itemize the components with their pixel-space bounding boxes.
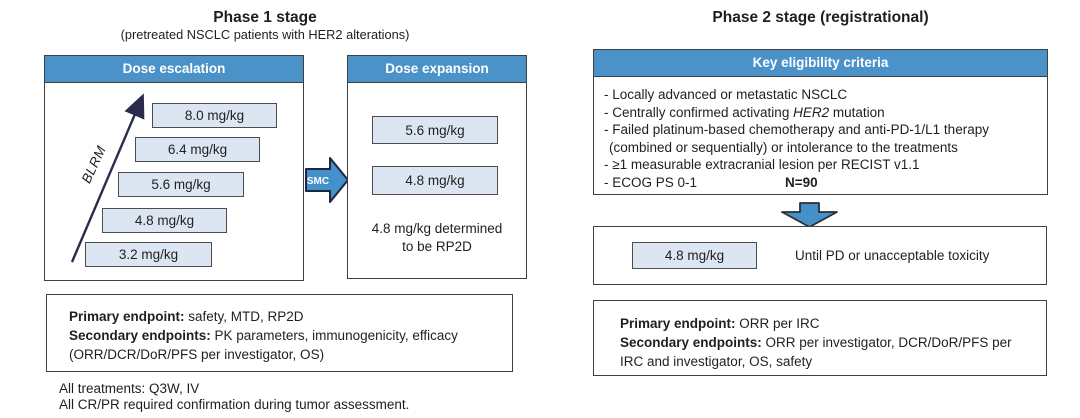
phase1-primary-endpoint-text: safety, MTD, RP2D [184, 309, 304, 324]
eligibility-item-failed-therapy: - Failed platinum-based chemotherapy and… [604, 122, 989, 137]
smc-label: SMC [307, 176, 329, 187]
dose-box-6-4mg: 6.4 mg/kg [135, 137, 260, 162]
phase2-secondary-endpoints-text: ORR per investigator, DCR/DoR/PFS per [761, 335, 1012, 350]
down-arrow-icon [781, 202, 838, 228]
dose-box-8mg: 8.0 mg/kg [152, 103, 277, 128]
phase1-title: Phase 1 stage [213, 9, 317, 26]
rp2d-note: 4.8 mg/kg determined to be RP2D [352, 220, 522, 256]
phase2-primary-endpoint: Primary endpoint: ORR per IRC [620, 314, 1032, 333]
phase2-treatment-box: 4.8 mg/kg Until PD or unacceptable toxic… [593, 226, 1047, 285]
eligibility-list: - Locally advanced or metastatic NSCLC -… [594, 77, 1047, 191]
phase1-secondary-endpoints-label: Secondary endpoints: [69, 328, 211, 343]
expansion-dose-box-5-6mg: 5.6 mg/kg [372, 116, 498, 144]
phase1-secondary-endpoints-text2: (ORR/DCR/DoR/PFS per investigator, OS) [69, 347, 325, 362]
dose-box-4-8mg: 4.8 mg/kg [102, 208, 227, 233]
phase2-title: Phase 2 stage (registrational) [712, 9, 929, 26]
phase2-secondary-endpoints-text2: IRC and investigator, OS, safety [620, 354, 813, 369]
phase2-primary-endpoint-label: Primary endpoint: [620, 316, 736, 331]
rp2d-note-line1: 4.8 mg/kg determined [371, 221, 503, 236]
phase2-treatment-duration: Until PD or unacceptable toxicity [795, 248, 990, 263]
expansion-dose-box-4-8mg: 4.8 mg/kg [372, 166, 498, 195]
phase1-endpoints-box: Primary endpoint: safety, MTD, RP2D Seco… [46, 294, 513, 372]
eligibility-item-her2: - Centrally confirmed activating HER2 mu… [604, 104, 1047, 122]
eligibility-item-lesion: - ≥1 measurable extracranial lesion per … [604, 157, 920, 172]
eligibility-ecog-text: - ECOG PS 0-1 [604, 174, 698, 190]
phase1-secondary-endpoints: Secondary endpoints: PK parameters, immu… [69, 326, 502, 345]
smc-arrow-icon: SMC [305, 157, 349, 203]
phase2-endpoints-box: Primary endpoint: ORR per IRC Secondary … [593, 300, 1047, 376]
eligibility-item-nsclc: - Locally advanced or metastatic NSCLC [604, 87, 848, 102]
footnotes: All treatments: Q3W, IV All CR/PR requir… [59, 381, 409, 412]
phase1-primary-endpoint: Primary endpoint: safety, MTD, RP2D [69, 307, 502, 326]
phase2-dose-box: 4.8 mg/kg [632, 242, 757, 269]
eligibility-item-ecog: - ECOG PS 0-1 N=90 [604, 174, 1047, 192]
key-eligibility-box: Key eligibility criteria - Locally advan… [593, 49, 1048, 195]
phase1-primary-endpoint-label: Primary endpoint: [69, 309, 185, 324]
phase2-primary-endpoint-text: ORR per IRC [735, 316, 820, 331]
footnote-confirmation: All CR/PR required confirmation during t… [59, 396, 410, 412]
eligibility-her2-post: mutation [829, 104, 885, 120]
phase1-secondary-endpoints-text: PK parameters, immunogenicity, efficacy [210, 328, 458, 343]
dose-box-5-6mg: 5.6 mg/kg [118, 172, 244, 197]
phase1-subtitle: (pretreated NSCLC patients with HER2 alt… [120, 27, 410, 42]
footnote-treatments: All treatments: Q3W, IV [59, 381, 200, 396]
phase2-secondary-endpoints: Secondary endpoints: ORR per investigato… [620, 333, 1032, 352]
dose-escalation-header: Dose escalation [45, 56, 303, 83]
dose-expansion-header: Dose expansion [348, 56, 526, 83]
dose-box-3-2mg: 3.2 mg/kg [85, 242, 212, 267]
escalation-trend-arrow-icon [70, 93, 145, 263]
eligibility-her2-pre: - Centrally confirmed activating [604, 104, 794, 120]
rp2d-note-line2: to be RP2D [402, 239, 472, 254]
eligibility-her2-gene: HER2 [793, 104, 830, 120]
phase2-secondary-endpoints-label: Secondary endpoints: [620, 335, 762, 350]
key-eligibility-header: Key eligibility criteria [594, 50, 1047, 77]
eligibility-item-failed-therapy-cont: (combined or sequentially) or intoleranc… [609, 139, 958, 155]
sample-size-label: N=90 [785, 174, 818, 190]
